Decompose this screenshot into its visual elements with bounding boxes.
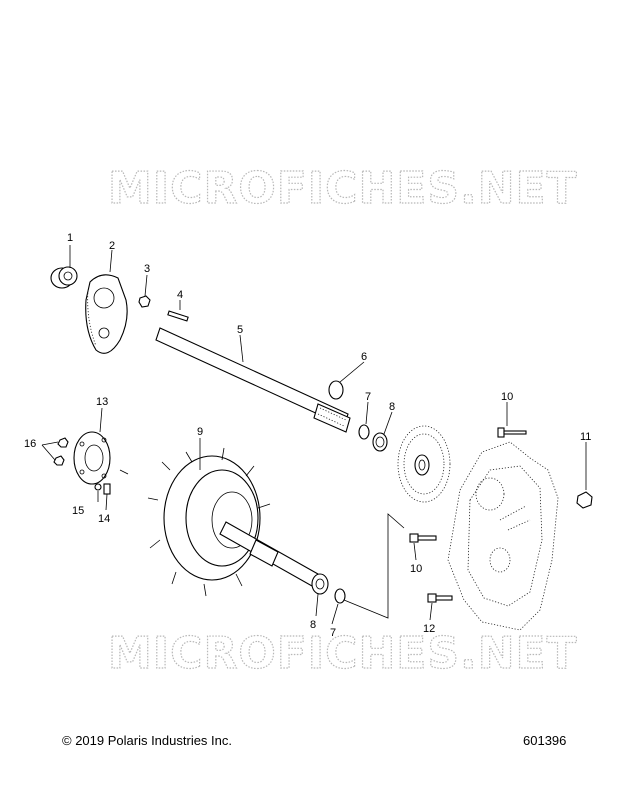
watermark-bottom: MICROFICHES.NET: [108, 628, 578, 679]
callout-11: 11: [580, 431, 591, 443]
callout-6: 6: [361, 351, 367, 363]
callout-14: 14: [98, 513, 110, 525]
sprocket-disc: [397, 425, 451, 503]
bolt-part-10-upper: [497, 427, 527, 438]
leader-lines: [41, 245, 587, 625]
bolt-part-10-lower: [409, 533, 437, 543]
callout-10-upper: 10: [501, 391, 513, 403]
shaft-part-5: [155, 327, 351, 433]
callout-7-lower: 7: [330, 627, 336, 639]
callout-4: 4: [177, 289, 183, 301]
callout-12: 12: [423, 623, 435, 635]
flange-plate-part-13: [73, 431, 111, 485]
key-part-4: [167, 310, 189, 322]
drive-sprocket-part-9: [147, 447, 271, 597]
plate-part-2: [85, 274, 128, 354]
callout-10-lower: 10: [410, 563, 422, 575]
nut-part-11: [576, 491, 593, 509]
bolt-part-12: [427, 593, 453, 603]
o-ring-part-7-upper: [358, 424, 370, 440]
nut-part-3: [138, 295, 151, 308]
callout-2: 2: [109, 240, 115, 252]
callout-15: 15: [72, 505, 84, 517]
callout-16: 16: [24, 438, 36, 450]
watermark-top: MICROFICHES.NET: [108, 163, 578, 214]
callout-8-upper: 8: [389, 401, 395, 413]
gearcase-housing: [447, 441, 559, 631]
o-ring-part-6: [328, 380, 344, 400]
callout-13: 13: [96, 396, 108, 408]
callout-8-lower: 8: [310, 619, 316, 631]
washer-part-15: [94, 483, 102, 491]
callout-9: 9: [197, 426, 203, 438]
callout-1: 1: [67, 232, 73, 244]
copyright-text: © 2019 Polaris Industries Inc.: [62, 733, 232, 748]
callout-3: 3: [144, 263, 150, 275]
seal-part-8-lower: [311, 573, 329, 595]
pin-part-14: [103, 483, 111, 495]
callout-5: 5: [237, 324, 243, 336]
o-ring-part-7-lower: [334, 588, 346, 604]
bearing-part-1: [50, 266, 78, 289]
document-number: 601396: [523, 733, 567, 748]
nuts-part-16: [53, 437, 69, 466]
seal-part-8-upper: [372, 432, 388, 452]
callout-7-upper: 7: [365, 391, 371, 403]
